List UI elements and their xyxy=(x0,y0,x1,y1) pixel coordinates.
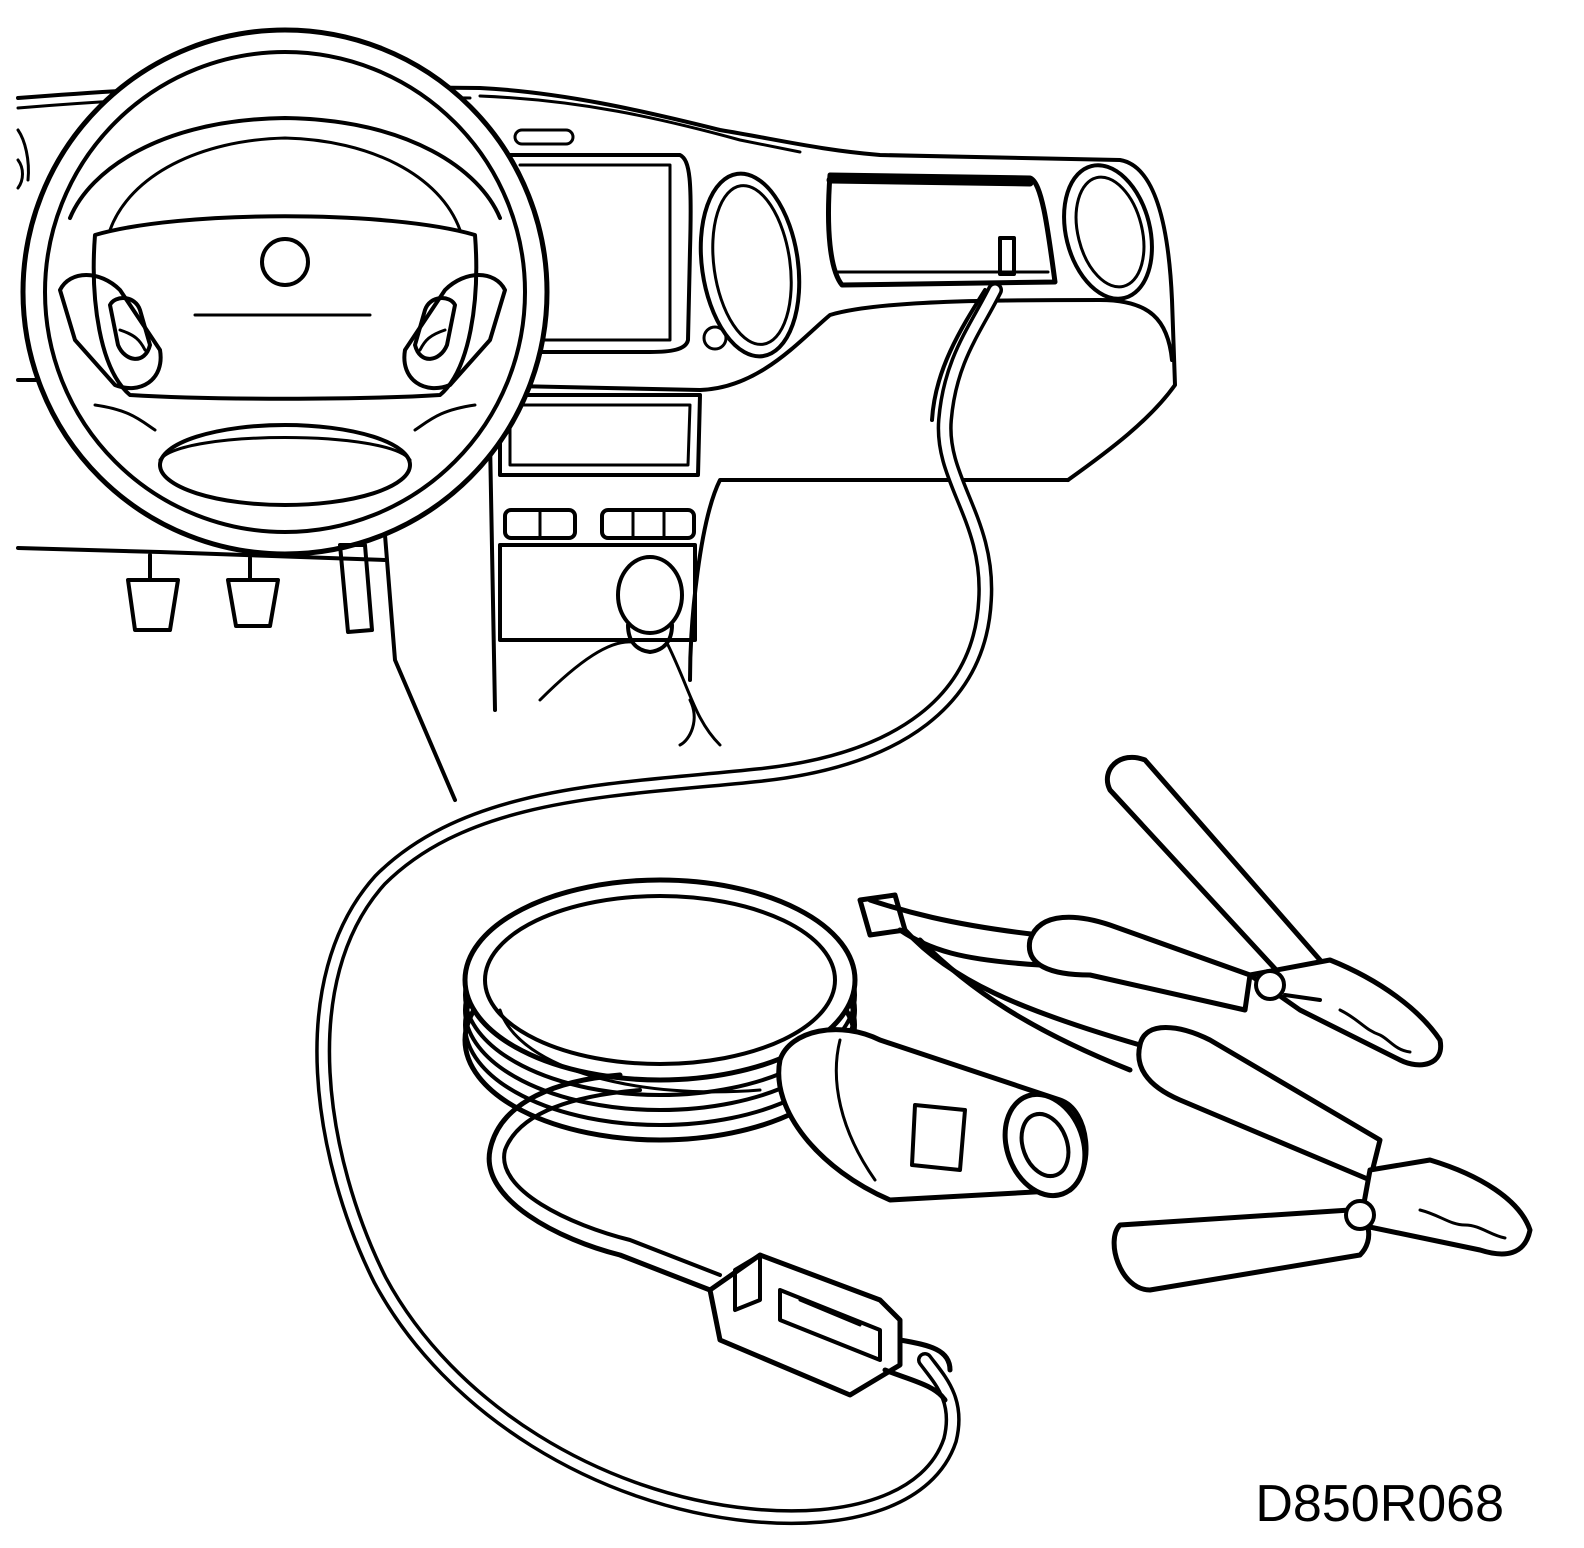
multipin-connector xyxy=(707,1252,953,1403)
diagnostic-module-top-edge xyxy=(826,176,1034,187)
hub-upper-inner-arc xyxy=(108,136,462,232)
console-display xyxy=(498,393,702,477)
gear-knob xyxy=(616,555,684,635)
upper-clamp-teeth xyxy=(1338,1008,1412,1054)
left-spoke-control-pod xyxy=(58,273,163,391)
spoke-line-right xyxy=(413,403,477,432)
left-vent-edge xyxy=(16,128,30,182)
connector-lead-a xyxy=(486,1072,713,1293)
right-air-vent-inner xyxy=(1074,175,1146,289)
left-vent-inner xyxy=(16,158,24,190)
lower-alligator-clamp xyxy=(1111,1025,1533,1293)
console-display-inner xyxy=(508,403,692,467)
coil-top-ring-inner xyxy=(483,894,837,1066)
console-lower-panel xyxy=(498,543,697,642)
gear-boot-right xyxy=(666,643,722,747)
defrost-vent-slot xyxy=(513,128,575,146)
lighter-plug-contact xyxy=(910,1103,967,1172)
floor-line xyxy=(16,546,387,562)
dashboard xyxy=(16,84,1177,802)
upper-clamp-lead-a xyxy=(867,897,1043,938)
coiled-cable xyxy=(462,877,858,1143)
dash-top-inner-line-right xyxy=(478,94,802,154)
lower-spoke-pad xyxy=(158,423,412,507)
lighter-plug xyxy=(776,1027,1089,1203)
diagnostic-module-housing xyxy=(826,172,1058,288)
lower-clamp-sleeve xyxy=(1136,1025,1383,1183)
left-spoke-button xyxy=(108,296,152,361)
left-spoke-button-detail xyxy=(118,328,147,352)
airbag-cover xyxy=(91,214,479,401)
dash-knob xyxy=(702,325,728,351)
right-spoke-control-pod xyxy=(402,273,507,391)
connector-face xyxy=(778,1288,882,1362)
connector-pin-row xyxy=(798,1298,862,1327)
main-cable-inner xyxy=(318,285,1000,1522)
upper-clamp-sleeve xyxy=(1026,914,1253,1013)
lower-clamp-teeth xyxy=(1418,1208,1507,1240)
steering-wheel xyxy=(20,27,550,557)
gear-boot-fold xyxy=(678,698,696,747)
main-cable-strand xyxy=(930,288,987,422)
steering-wheel-rim-inner xyxy=(43,50,527,534)
lower-clamp-lead-b xyxy=(917,937,1133,1073)
connector-latch xyxy=(733,1253,762,1312)
figure-reference-code: D850R068 xyxy=(1255,1475,1504,1533)
gear-boot-left xyxy=(538,640,634,702)
lighter-plug-tip xyxy=(1019,1112,1071,1178)
spoke-line-left xyxy=(93,403,157,432)
lower-clamp-jaw xyxy=(1357,1157,1533,1257)
dash-console-right-edge xyxy=(688,478,1070,682)
lower-clamp-pivot xyxy=(1344,1199,1376,1231)
accelerator-pedal xyxy=(338,543,374,634)
pedals xyxy=(16,543,387,634)
lower-clamp-handle-bottom xyxy=(1111,1207,1372,1293)
right-air-vent xyxy=(1062,163,1154,301)
hub-upper-arc xyxy=(68,116,502,220)
right-spoke-button-detail xyxy=(418,328,447,352)
clutch-pedal xyxy=(126,578,180,632)
connector-tail-b xyxy=(882,1367,948,1403)
brake-pedal xyxy=(226,578,280,628)
diagnostic-cable xyxy=(315,282,1003,1526)
center-air-vent xyxy=(698,171,802,359)
lighter-plug-ridge xyxy=(834,1038,877,1182)
upper-clamp-pivot-lever xyxy=(1283,993,1322,1002)
center-panel-inner xyxy=(518,163,672,342)
upper-clamp-pivot xyxy=(1254,969,1286,1001)
gear-knob-collar xyxy=(626,623,674,654)
console-button-right xyxy=(600,508,696,540)
lower-clamp-lead-a xyxy=(902,927,1143,1048)
right-spoke-button xyxy=(413,296,457,361)
diagnostic-socket xyxy=(998,236,1016,276)
steering-wheel-rim-outer xyxy=(20,27,550,557)
center-air-vent-inner xyxy=(711,184,793,346)
upper-alligator-clamp xyxy=(1026,754,1444,1068)
clamp-leads xyxy=(486,892,1143,1293)
connector-lead-b xyxy=(502,1088,722,1277)
tunnel-left-line xyxy=(383,533,457,802)
connector-tail-a xyxy=(897,1337,953,1373)
lower-spoke-inner xyxy=(158,436,412,462)
horn-emblem xyxy=(260,237,310,287)
dash-lower-edge xyxy=(468,298,1174,392)
coil-top-ring-outer xyxy=(462,877,858,1083)
